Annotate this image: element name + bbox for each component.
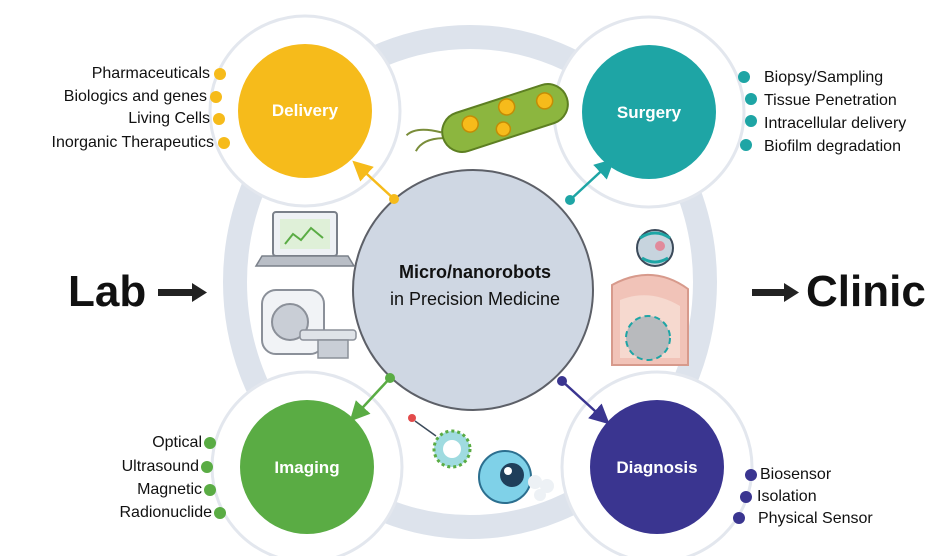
delivery-item: Inorganic Therapeutics bbox=[51, 134, 214, 151]
surgery-label: Surgery bbox=[616, 103, 682, 122]
imaging-node bbox=[240, 400, 374, 534]
imaging-item: Ultrasound bbox=[121, 458, 199, 475]
eyeball-icon bbox=[478, 450, 554, 504]
imaging-connector bbox=[349, 377, 391, 422]
center-subtitle: in Precision Medicine bbox=[389, 289, 561, 309]
diagnosis-connector bbox=[561, 380, 610, 425]
surgery-node bbox=[582, 45, 716, 179]
lab-arrow-icon bbox=[158, 283, 207, 302]
bacterium-icon bbox=[405, 83, 569, 153]
tissue-icon bbox=[611, 274, 689, 366]
imaging-item: Magnetic bbox=[137, 481, 202, 498]
diagnosis-item: Physical Sensor bbox=[758, 510, 873, 527]
outer-ring bbox=[223, 25, 717, 539]
imaging-bullets bbox=[201, 437, 226, 519]
clinic-arrow-icon bbox=[752, 283, 799, 302]
laptop-icon bbox=[254, 211, 356, 267]
surgery-item: Tissue Penetration bbox=[764, 92, 897, 109]
imaging-item: Radionuclide bbox=[119, 504, 212, 521]
imaging-label: Imaging bbox=[274, 458, 340, 477]
delivery-item: Biologics and genes bbox=[63, 88, 207, 105]
nanoparticle-icon bbox=[408, 414, 472, 469]
diagnosis-label: Diagnosis bbox=[616, 458, 698, 477]
delivery-connector bbox=[352, 160, 395, 200]
delivery-bullets bbox=[210, 68, 230, 149]
diagnosis-bullets bbox=[733, 469, 757, 524]
surgery-item: Intracellular delivery bbox=[764, 115, 907, 132]
delivery-item: Pharmaceuticals bbox=[91, 65, 210, 82]
surgery-bullets bbox=[738, 71, 757, 151]
surgery-item: Biopsy/Sampling bbox=[764, 69, 884, 86]
diagnosis-node bbox=[590, 400, 724, 534]
imaging-item: Optical bbox=[152, 434, 202, 451]
lab-label: Lab bbox=[68, 267, 147, 316]
diagnosis-item: Isolation bbox=[757, 488, 817, 505]
surgery-connector bbox=[569, 158, 615, 201]
surgery-item: Biofilm degradation bbox=[764, 138, 901, 155]
clinic-label: Clinic bbox=[806, 267, 926, 316]
microrobot-icon bbox=[636, 229, 674, 267]
center-title: Micro/nanorobots bbox=[399, 262, 551, 282]
center-circle bbox=[352, 169, 594, 411]
delivery-label: Delivery bbox=[271, 101, 339, 120]
mri-scanner-icon bbox=[261, 289, 357, 359]
delivery-item: Living Cells bbox=[128, 110, 210, 127]
diagnosis-item: Biosensor bbox=[760, 466, 832, 483]
delivery-node bbox=[238, 44, 372, 178]
